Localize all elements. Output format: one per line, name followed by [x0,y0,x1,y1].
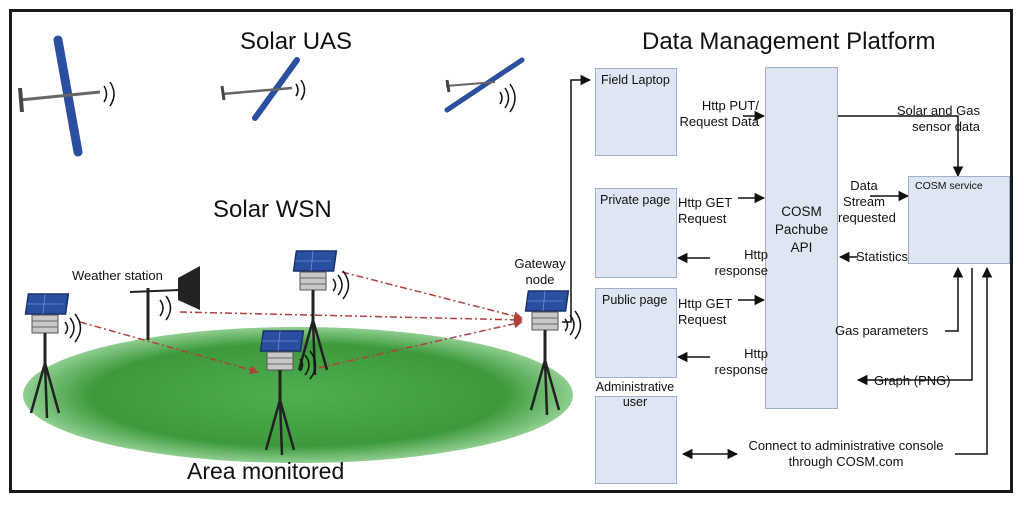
private-page-label: Private page [600,193,671,207]
weather-station-label: Weather station [72,268,163,283]
http-put-label: Http PUT/ Request Data [679,98,760,129]
statistics-label: Statistics [856,249,909,264]
monitored-area-ellipse [23,327,573,463]
solar-uas-title: Solar UAS [240,28,353,55]
gateway-node-label: Gateway node [514,256,566,287]
http-response-public-label: Http response [714,346,768,377]
cosm-service-label: COSM service [915,180,983,192]
graph-png-label: Graph (PNG) [874,373,951,388]
http-response-private-label: Http response [714,247,768,278]
solar-gas-label: Solar and Gas sensor data [896,103,980,134]
admin-console-label: Connect to administrative console throug… [748,438,944,469]
cosm-api-label: COSM Pachube API [774,204,829,255]
cosm-api-box: COSM Pachube API [765,67,838,409]
gas-parameters-label: Gas parameters [835,323,929,338]
uas-aircraft-small [444,57,525,113]
area-monitored-title: Area monitored [187,458,345,484]
public-page-label: Public page [602,293,668,307]
data-stream-label: Data Stream requested [838,178,896,225]
uas-aircraft-medium [220,57,306,121]
data-management-title: Data Management Platform [642,28,936,55]
cosm-service-box: COSM service [908,176,1010,264]
admin-user-label: Administrative user [595,380,675,409]
gateway-uplink-arrow [562,74,592,323]
admin-user-box [595,396,677,484]
private-page-box: Private page [595,188,677,278]
uas-aircraft-large [18,35,115,157]
public-page-box: Public page [595,288,677,378]
solar-wsn-title: Solar WSN [213,196,332,223]
field-laptop-label: Field Laptop [601,73,670,87]
platform-arrows [676,110,993,460]
http-get-private-label: Http GET Request [678,195,732,226]
field-laptop-box: Field Laptop [595,68,677,156]
weather-station-icon [129,266,200,340]
http-get-public-label: Http GET Request [678,296,732,327]
wsn-links [79,271,523,375]
